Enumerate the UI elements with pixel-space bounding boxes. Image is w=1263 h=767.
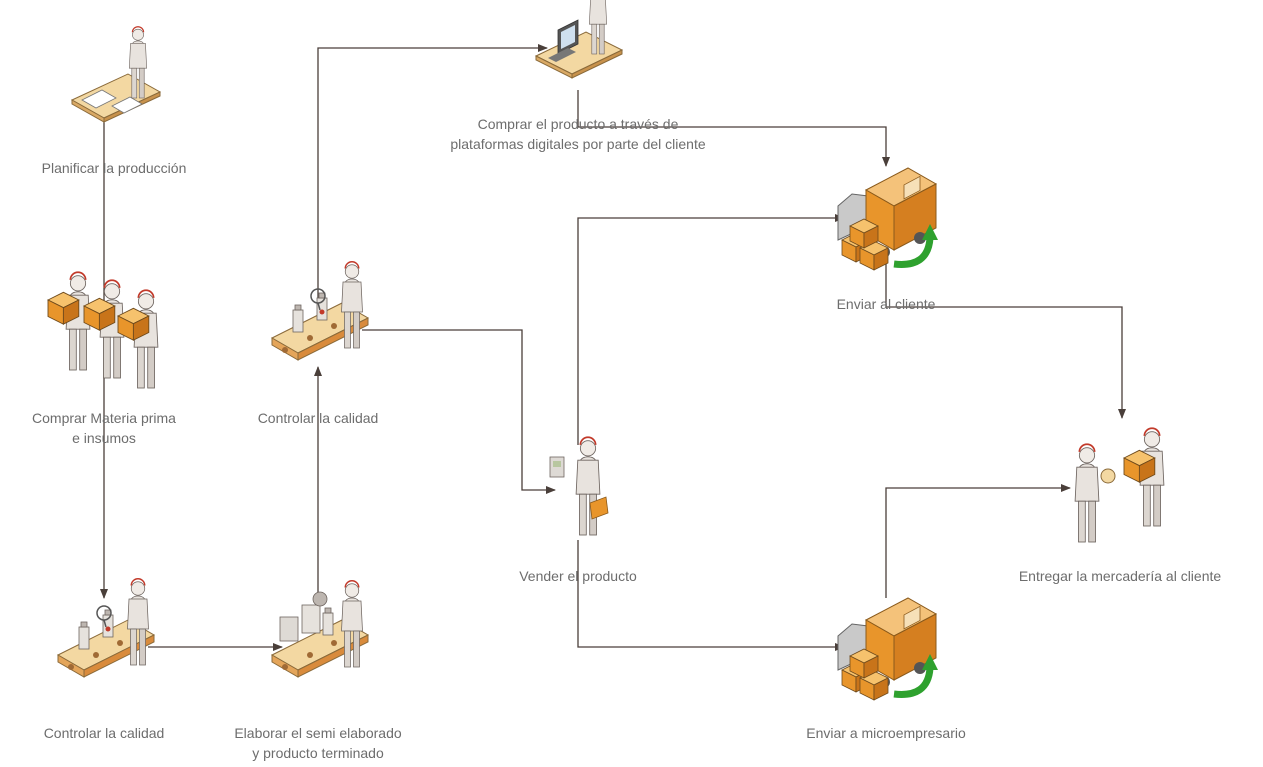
label-sell-product: Vender el producto <box>519 568 637 584</box>
label-buy-raw-materials: Comprar Materia prima e insumos <box>32 410 176 446</box>
handover-icon <box>1074 427 1165 543</box>
delivery-truck-icon <box>837 167 938 271</box>
label-deliver-goods: Entregar la mercadería al cliente <box>1018 568 1222 584</box>
label-quality-control-bottom: Controlar la calidad <box>43 725 165 741</box>
connector-buy-online-to-ship-client <box>577 90 890 167</box>
label-buy-online: Comprar el producto a través de platafor… <box>450 116 706 152</box>
label-produce: Elaborar el semi elaborado y producto te… <box>234 725 402 761</box>
production-conveyor-icon <box>271 580 369 678</box>
connector-sell-to-ship-client <box>577 214 845 445</box>
label-quality-control-top: Controlar la calidad <box>257 410 379 426</box>
connector-qc-top-to-buy-online <box>317 44 548 298</box>
quality-control-conveyor-icon <box>271 261 369 361</box>
desk-planning-icon <box>70 26 162 123</box>
connector-ship-client-to-deliver <box>885 250 1126 419</box>
connector-ship-micro-to-deliver <box>885 484 1071 598</box>
label-ship-to-micro: Enviar a microempresario <box>806 725 966 741</box>
connector-qc-top-to-sell <box>362 329 556 494</box>
salesman-icon <box>549 436 609 536</box>
workers-with-boxes-icon <box>47 271 159 389</box>
quality-control-conveyor-icon <box>57 578 155 678</box>
connector-sell-to-ship-micro <box>577 540 845 651</box>
label-ship-to-client: Enviar al cliente <box>836 296 936 312</box>
computer-desk-icon <box>534 0 624 79</box>
label-plan-production: Planificar la producción <box>41 160 187 176</box>
delivery-truck-icon <box>837 597 938 701</box>
connector-lines <box>100 44 1126 651</box>
